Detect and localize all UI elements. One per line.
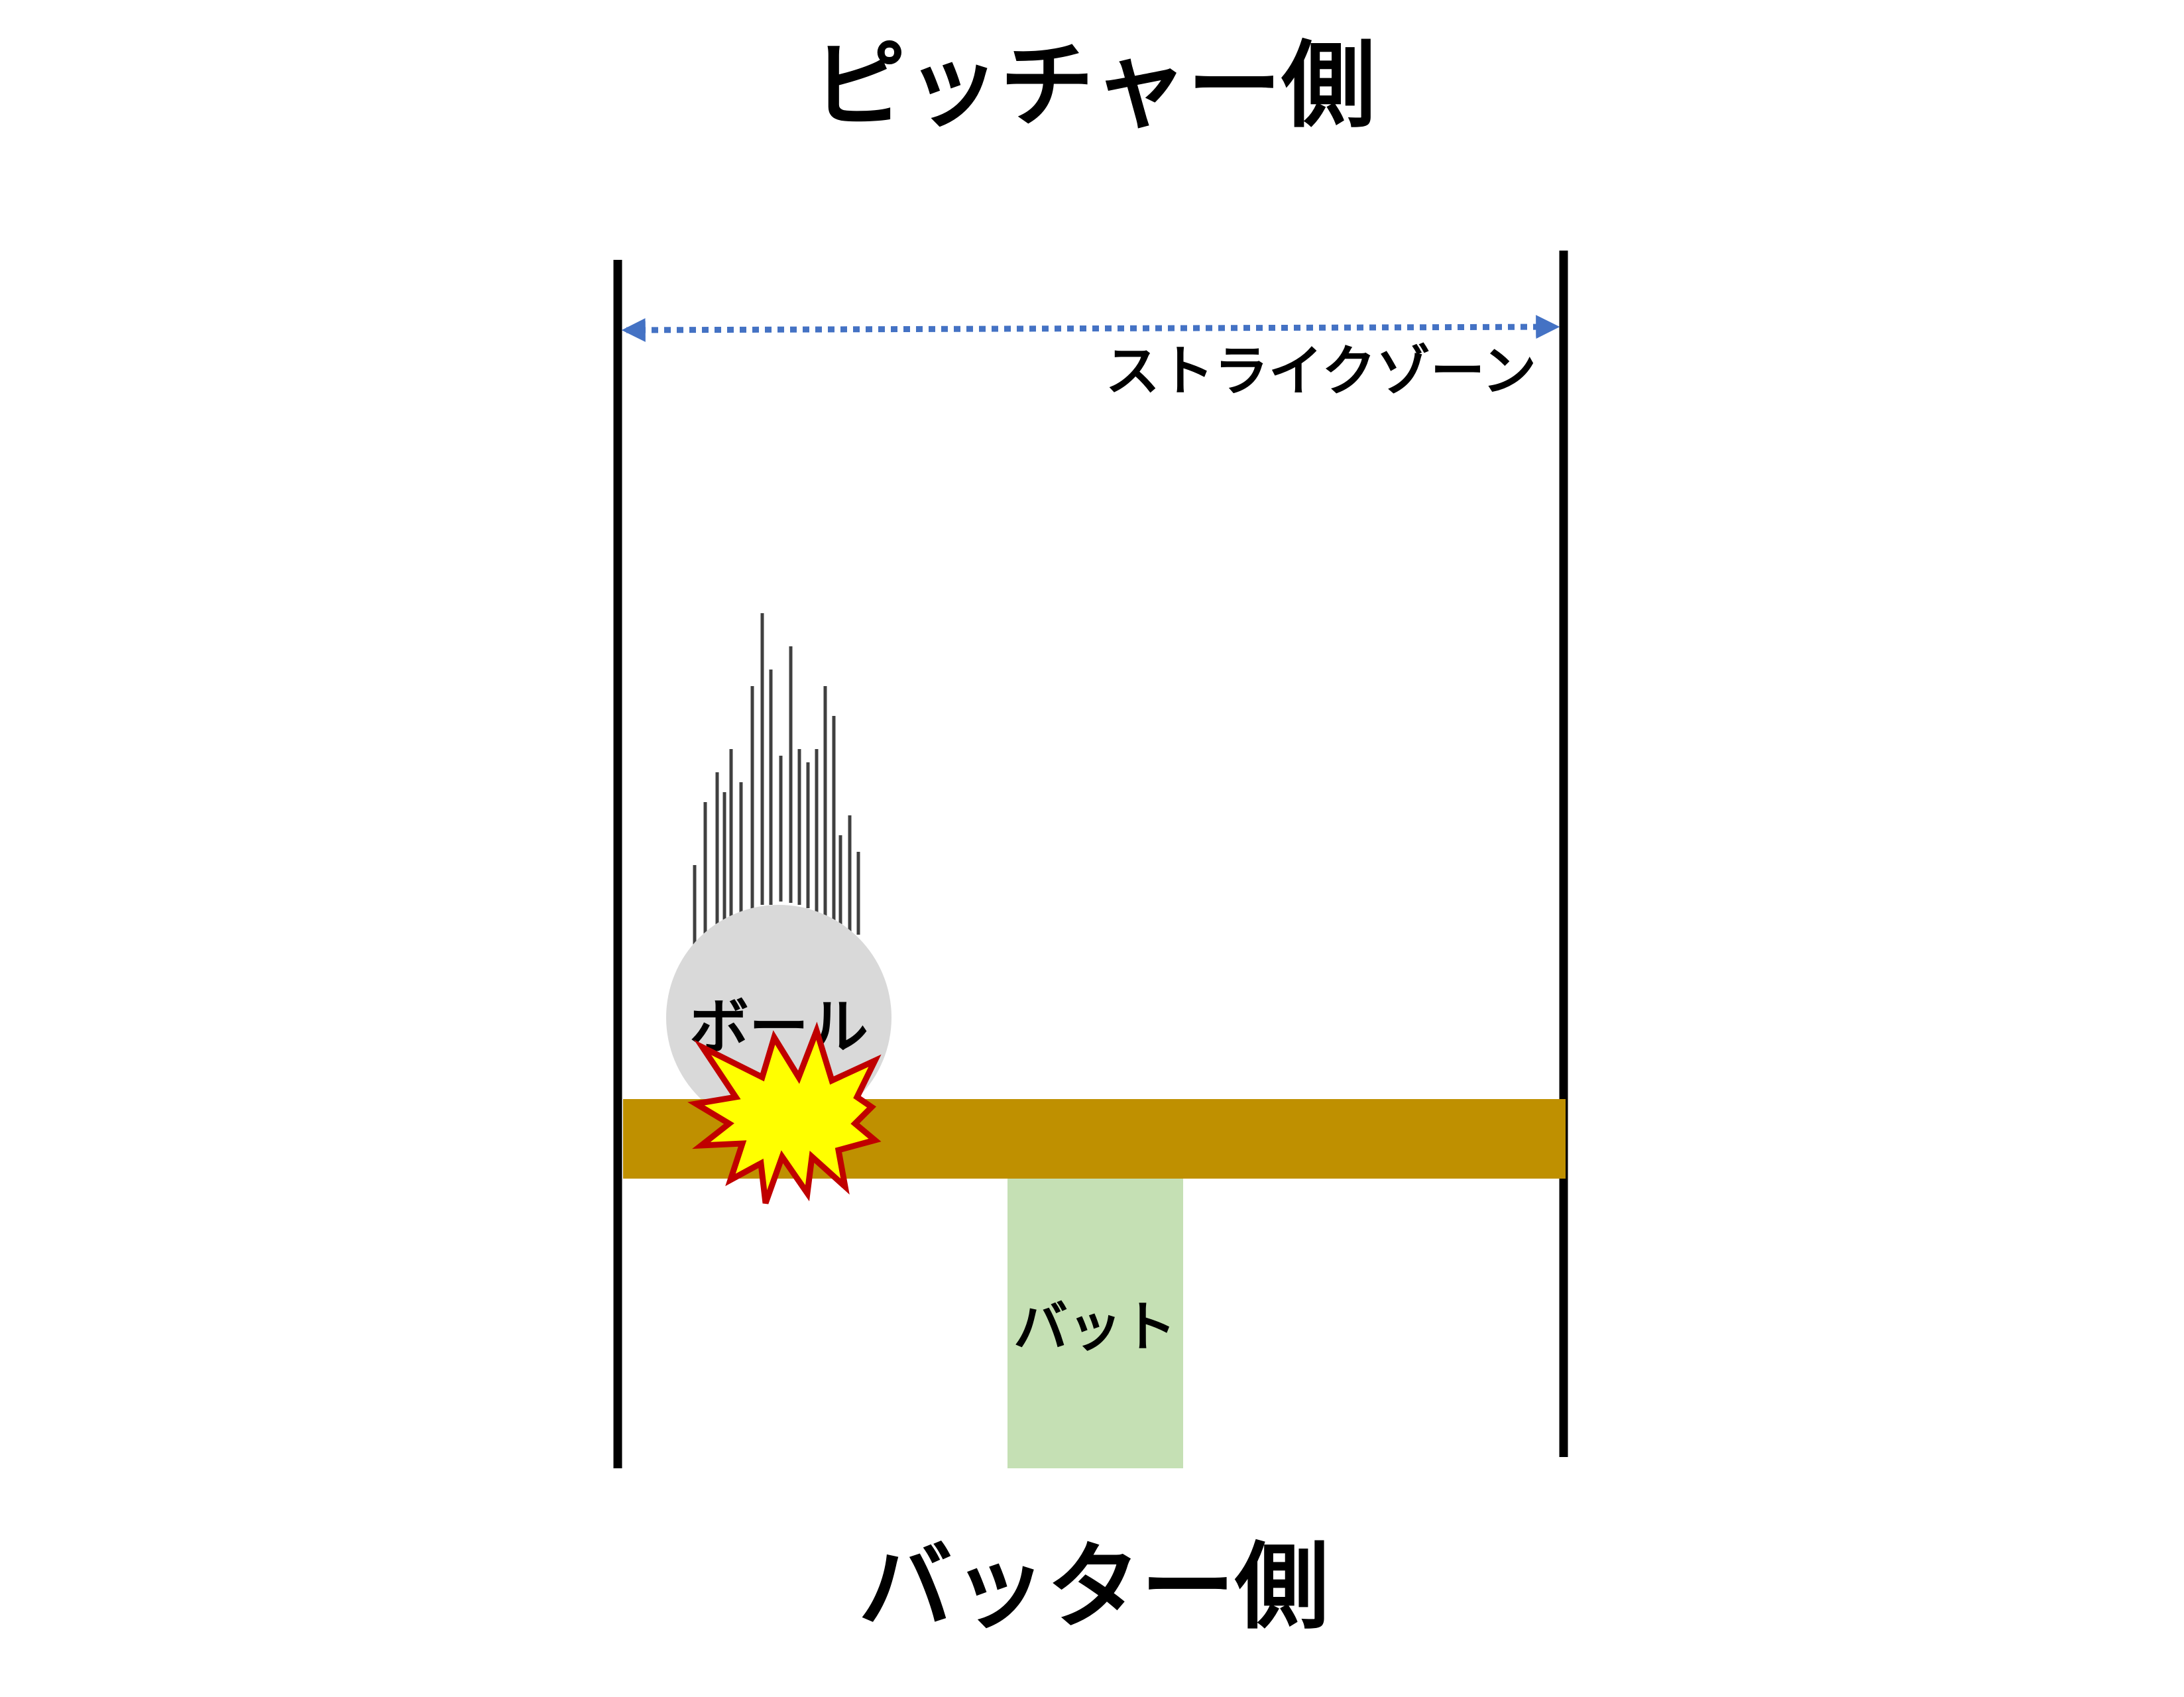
strike-zone-arrow [621, 315, 1560, 342]
bat-handle [1007, 1179, 1183, 1468]
ball-speed-lines [693, 613, 860, 948]
explosion-burst-icon [687, 1022, 882, 1204]
bat-label: バット [1013, 1296, 1177, 1359]
strike-zone-label: ストライクゾーン [1106, 340, 1536, 403]
pitcher-side-label: ピッチャー側 [812, 31, 1376, 141]
batter-side-label: バッター側 [858, 1533, 1329, 1642]
